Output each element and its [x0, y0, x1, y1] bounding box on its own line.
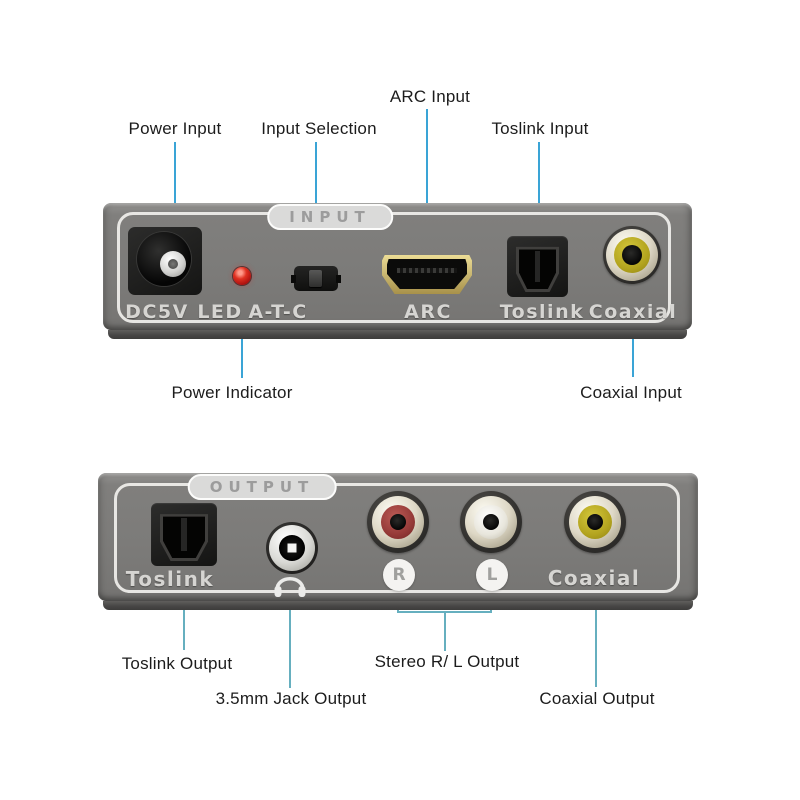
- toslink-recess: [160, 514, 208, 561]
- dc-jack-pin: [160, 251, 186, 277]
- dc5v-silkscreen: DC5V: [125, 301, 189, 323]
- headphones-icon: [273, 569, 307, 599]
- atc-slide-switch: [291, 266, 341, 291]
- jack-hole: [279, 535, 305, 561]
- output-panel-outline: [114, 483, 680, 593]
- dc-jack-barrel: [137, 232, 191, 286]
- stereo-output-label: Stereo R/ L Output: [374, 652, 520, 671]
- rca-right-jack: [367, 491, 429, 553]
- rca-left-jack: [460, 491, 522, 553]
- jack-35mm-port: [266, 522, 318, 574]
- toslink-output-label: Toslink Output: [121, 654, 233, 673]
- right-channel-badge: R: [383, 559, 415, 591]
- callout-line-coaxial-output: [595, 540, 597, 687]
- rca-hole: [587, 514, 603, 530]
- toslink-input-port: [507, 236, 568, 297]
- input-panel-base: [108, 330, 687, 339]
- hdmi-pins: [396, 268, 458, 273]
- toslink-slit: [534, 251, 541, 283]
- callout-line-arc: [426, 109, 428, 259]
- led-silkscreen: LED: [197, 301, 243, 323]
- coaxial-output-jack: [564, 491, 626, 553]
- output-panel-face: OUTPUT: [98, 473, 698, 601]
- power-input-label: Power Input: [128, 119, 222, 138]
- dc-power-jack: [128, 227, 202, 295]
- hdmi-cavity: [387, 259, 467, 289]
- coaxial-silkscreen: Coaxial: [588, 301, 678, 323]
- rca-hole: [390, 514, 406, 530]
- callout-bracket-stereo: [397, 611, 492, 613]
- toslink-silkscreen: Toslink: [499, 301, 585, 323]
- coaxial-silkscreen: Coaxial: [547, 566, 641, 590]
- converter-input-panel: INPUT: [103, 203, 692, 339]
- callout-line-power: [174, 142, 176, 237]
- toslink-recess: [516, 246, 559, 292]
- toslink-slit: [180, 518, 188, 551]
- input-badge: INPUT: [267, 204, 393, 230]
- rca-hole: [622, 245, 642, 265]
- switch-knob: [309, 270, 322, 287]
- arc-silkscreen: ARC: [404, 301, 452, 323]
- hdmi-arc-port: [382, 255, 472, 294]
- input-panel-outline: [117, 212, 671, 323]
- rca-hole: [483, 514, 499, 530]
- input-selection-label: Input Selection: [261, 119, 377, 138]
- output-panel-base: [103, 601, 693, 610]
- toslink-output-port: [151, 503, 217, 566]
- toslink-core: [163, 516, 205, 558]
- coaxial-input-jack: [603, 226, 661, 284]
- output-badge: OUTPUT: [187, 474, 337, 500]
- jack-center-pin: [287, 543, 297, 553]
- power-led: [233, 267, 251, 285]
- toslink-input-label: Toslink Input: [491, 119, 589, 138]
- toslink-silkscreen: Toslink: [125, 567, 215, 591]
- power-indicator-label: Power Indicator: [171, 383, 293, 402]
- input-panel-face: INPUT: [103, 203, 692, 330]
- callout-line-jack-output: [289, 560, 291, 688]
- arc-input-label: ARC Input: [389, 87, 471, 106]
- callout-line-toslink-input: [538, 142, 540, 247]
- left-channel-badge: L: [476, 559, 508, 591]
- dc-jack-pin-hole: [168, 259, 178, 269]
- toslink-core: [519, 249, 556, 289]
- callout-line-stereo: [444, 613, 446, 651]
- coaxial-input-label: Coaxial Input: [580, 383, 682, 402]
- jack-output-label: 3.5mm Jack Output: [215, 689, 367, 708]
- coaxial-output-label: Coaxial Output: [539, 689, 655, 708]
- converter-output-panel: OUTPUT: [98, 473, 698, 610]
- atc-silkscreen: A-T-C: [248, 301, 308, 323]
